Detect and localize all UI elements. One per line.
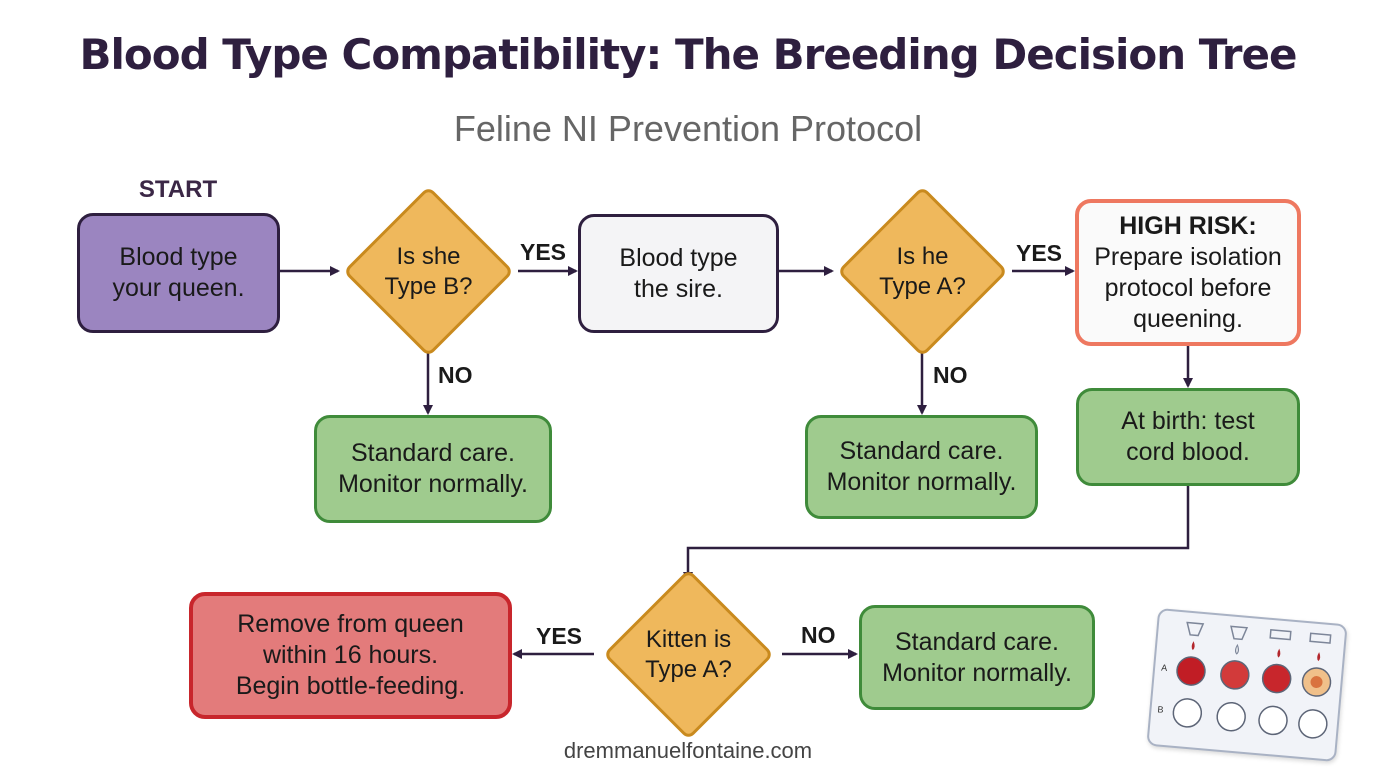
decision-text: Type B?: [384, 272, 473, 300]
node-text: the sire.: [634, 274, 723, 303]
edge-label-no: NO: [933, 362, 968, 388]
footer-url: dremmanuelfontaine.com: [563, 738, 813, 763]
blood-test-card: A B: [1146, 607, 1348, 763]
node-text: Monitor normally.: [882, 658, 1072, 687]
node-text: Standard care.: [351, 439, 515, 467]
test-card-row-label: A: [1161, 662, 1168, 672]
node-text: Prepare isolation: [1094, 242, 1282, 271]
decision-text: Type A?: [645, 655, 732, 683]
edge-label-yes: YES: [1016, 240, 1063, 266]
decision-kitten-type-a: Kitten is Type A?: [628, 594, 749, 715]
node-at-birth: At birth: test cord blood.: [1076, 388, 1300, 486]
high-risk-heading: HIGH RISK:: [1119, 211, 1257, 240]
node-text: Begin bottle-feeding.: [235, 672, 466, 700]
node-remove-from-queen: Remove from queen within 16 hours. Begin…: [189, 592, 512, 719]
node-text: within 16 hours.: [262, 641, 439, 669]
edge-label-no: NO: [438, 362, 473, 388]
blood-test-card-illustration: A B: [1157, 621, 1332, 739]
edge-label-no: NO: [801, 622, 836, 648]
arrow-birth-to-kitten: [683, 486, 1190, 582]
page-title: Blood Type Compatibility: The Breeding D…: [79, 30, 1297, 79]
edge-label-yes: YES: [520, 239, 567, 265]
decision-is-he-type-a: Is he Type A?: [862, 211, 983, 332]
page-subtitle: Feline NI Prevention Protocol: [453, 108, 923, 149]
node-blood-type-queen: Blood type your queen.: [77, 213, 280, 333]
node-text: cord blood.: [1126, 438, 1250, 466]
node-text: protocol before: [1104, 273, 1272, 302]
node-blood-type-sire: Blood type the sire.: [578, 214, 779, 333]
node-text: Monitor normally.: [338, 470, 528, 498]
node-text: Remove from queen: [237, 610, 464, 638]
test-card-row-label: B: [1157, 704, 1164, 714]
start-label: START: [138, 176, 218, 203]
node-text: Blood type: [119, 243, 238, 271]
node-standard-care-3: Standard care. Monitor normally.: [859, 605, 1095, 710]
node-high-risk: HIGH RISK: Prepare isolation protocol be…: [1075, 199, 1301, 346]
decision-text: Is she: [396, 242, 461, 270]
node-standard-care-2: Standard care. Monitor normally.: [805, 415, 1038, 519]
node-standard-care-1: Standard care. Monitor normally.: [314, 415, 552, 523]
decision-text: Type A?: [879, 272, 966, 300]
node-text: Blood type: [619, 243, 738, 272]
node-text: At birth: test: [1121, 407, 1255, 435]
node-text: your queen.: [112, 274, 245, 302]
node-text: queening.: [1133, 304, 1243, 333]
node-text: Standard care.: [839, 437, 1004, 465]
decision-is-she-type-b: Is she Type B?: [368, 211, 489, 332]
decision-text: Is he: [896, 242, 949, 270]
node-text: Monitor normally.: [826, 468, 1017, 496]
decision-text: Kitten is: [645, 625, 732, 653]
node-text: Standard care.: [895, 627, 1059, 656]
edge-label-yes: YES: [536, 623, 583, 649]
